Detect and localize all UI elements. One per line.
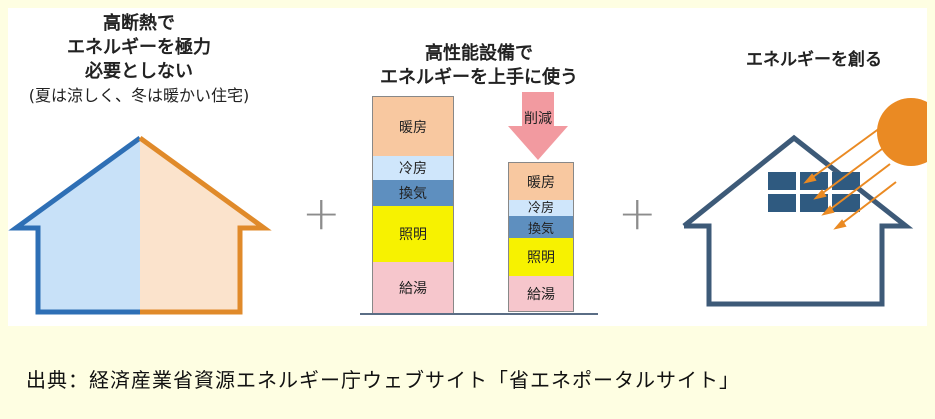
source-citation: 出典：経済産業省資源エネルギー庁ウェブサイト「省エネポータルサイト」: [26, 368, 740, 392]
house-left-outline: [8, 135, 142, 315]
after-block-cooling: 冷房: [508, 200, 574, 216]
right-heading: エネルギーを創る: [746, 50, 882, 70]
after-block-heating: 暖房: [508, 162, 574, 200]
insulated-house-icon: [8, 135, 272, 315]
after-block-ventilation-label: 換気: [527, 221, 554, 237]
before-block-cooling-label: 冷房: [399, 161, 427, 177]
before-block-ventilation: 換気: [372, 180, 454, 206]
left-title-line-1: 高断熱で: [103, 13, 175, 34]
diagram-panel: 高断熱で エネルギーを極力 必要としない (夏は涼しく、冬は暖かい住宅) + 高…: [8, 8, 927, 326]
baseline: [360, 313, 598, 315]
after-block-cooling-label: 冷房: [527, 200, 554, 216]
after-block-heating-label: 暖房: [527, 174, 555, 191]
house-left-half: [16, 138, 140, 312]
house-outline: [682, 134, 914, 307]
before-block-lighting-label: 照明: [399, 227, 427, 243]
reduction-label: 削減: [524, 111, 552, 127]
sun-rays: [803, 127, 897, 230]
reduction-arrow-icon: [508, 92, 568, 160]
middle-title-line-2: エネルギーを上手に使う: [380, 67, 578, 88]
before-block-lighting: 照明: [372, 206, 454, 262]
house-right-outline: [138, 135, 272, 315]
left-title-line-2: エネルギーを極力: [67, 37, 211, 58]
before-block-heating: 暖房: [372, 96, 454, 156]
solar-house-icon: [682, 98, 927, 307]
before-block-cooling: 冷房: [372, 156, 454, 180]
middle-heading: 高性能設備で エネルギーを上手に使う: [354, 42, 604, 90]
plus-sign-1: +: [302, 186, 341, 240]
left-heading: 高断熱で エネルギーを極力 必要としない (夏は涼しく、冬は暖かい住宅): [8, 12, 270, 108]
before-block-hot-water: 給湯: [372, 262, 454, 314]
sun-shape: [877, 98, 927, 166]
plus-sign-2: +: [618, 186, 657, 240]
solar-panels: [768, 172, 860, 212]
left-title-line-3: 必要としない: [85, 61, 193, 82]
middle-title-line-1: 高性能設備で: [425, 43, 533, 64]
before-block-hot-water-label: 給湯: [399, 280, 427, 297]
after-block-hot-water-label: 給湯: [527, 286, 555, 303]
after-block-lighting-label: 照明: [527, 250, 555, 266]
before-block-heating-label: 暖房: [399, 119, 427, 136]
left-subtitle: (夏は涼しく、冬は暖かい住宅): [28, 86, 250, 105]
after-block-ventilation: 換気: [508, 216, 574, 238]
after-block-hot-water: 給湯: [508, 276, 574, 312]
house-right-half: [140, 138, 264, 312]
after-block-lighting: 照明: [508, 238, 574, 276]
before-block-ventilation-label: 換気: [399, 186, 427, 202]
